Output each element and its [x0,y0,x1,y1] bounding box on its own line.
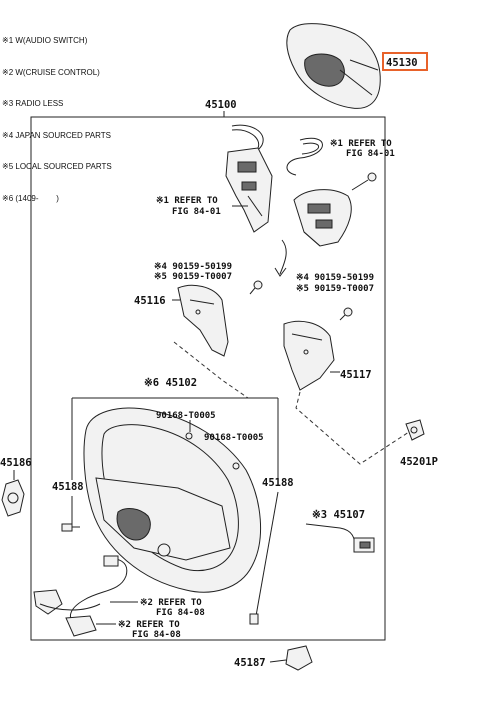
steering-wheel-45102[interactable] [83,407,261,593]
assembly-arrow [279,239,287,275]
assembly-arrowhead [274,267,287,277]
legend-line: ※3 RADIO LESS [2,99,64,108]
part-label-45186[interactable]: 45186 [0,457,32,469]
spacer-45186[interactable] [1,479,25,517]
part-label-45116[interactable]: 45116 [134,295,166,307]
cable-45107[interactable] [305,523,375,553]
bolt-left[interactable] [249,280,263,295]
screw-upper-right[interactable] [351,172,377,191]
bolt-label-right-1[interactable]: ※4 90159-50199 [296,273,374,283]
left-switch-assembly[interactable] [225,147,273,233]
leader-45187 [269,659,287,663]
bolt-label-90168-b[interactable]: 90168-T0005 [204,433,264,443]
ref-fig-84-01-right-line2[interactable]: FIG 84-01 [346,149,395,159]
legend: ※1 W(AUDIO SWITCH) ※2 W(CRUISE CONTROL) … [2,15,112,215]
legend-line: ※4 JAPAN SOURCED PARTS [2,130,111,140]
plug-45201p[interactable] [405,419,425,441]
legend-line: ※5 LOCAL SOURCED PARTS [2,162,112,171]
ref-fig-84-01-left-line2[interactable]: FIG 84-01 [172,207,221,217]
right-switch-assembly[interactable] [293,189,352,247]
ref-fig-84-08-bottom-line1[interactable]: ※2 REFER TO [118,620,180,630]
cruise-control-harness[interactable] [33,555,128,637]
screw-45188-right[interactable] [249,613,259,625]
leader-45188-right [255,491,279,617]
legend-line: ※6 (1409- ) [2,193,59,203]
bolt-right[interactable] [339,307,353,321]
legend-line: ※2 W(CRUISE CONTROL) [2,67,100,77]
legend-line: ※1 W(AUDIO SWITCH) [2,36,88,45]
bolt-label-left-1[interactable]: ※4 90159-50199 [154,262,232,272]
bolt-label-90168-a[interactable]: 90168-T0005 [156,411,216,421]
part-label-45188-right[interactable]: 45188 [262,477,294,489]
part-label-45130[interactable]: 45130 [386,57,418,69]
part-label-45102[interactable]: ※6 45102 [144,377,197,389]
cover-45187[interactable] [285,645,313,671]
bolt-label-left-2[interactable]: ※5 90159-T0007 [154,272,232,282]
part-label-45188-left[interactable]: 45188 [52,481,84,493]
ref-fig-84-01-right-line1[interactable]: ※1 REFER TO [330,139,392,149]
bracket-45102 [71,397,279,480]
bolt-label-right-2[interactable]: ※5 90159-T0007 [296,284,374,294]
part-label-45107[interactable]: ※3 45107 [312,509,365,521]
part-label-45187[interactable]: 45187 [234,657,266,669]
lower-cover-left-45116[interactable] [177,284,229,357]
ref-fig-84-08-bottom-line2[interactable]: FIG 84-08 [132,630,181,640]
assembly-frame [30,116,386,641]
part-label-45117[interactable]: 45117 [340,369,372,381]
bolt-90168-b[interactable] [232,462,240,470]
lower-cover-right-45117[interactable] [283,320,335,391]
airbag-pad-45130[interactable] [286,23,381,109]
ref-fig-84-01-left-line1[interactable]: ※1 REFER TO [156,196,218,206]
part-label-45100[interactable]: 45100 [205,99,237,111]
ref-fig-84-08-top-line2[interactable]: FIG 84-08 [156,608,205,618]
part-label-45201p[interactable]: 45201P [400,456,438,468]
bolt-90168-a[interactable] [185,432,193,440]
dashed-alignment-left [173,341,249,399]
ref-fig-84-08-top-line1[interactable]: ※2 REFER TO [140,598,202,608]
screw-45188-left[interactable] [61,523,80,532]
part-label-45130-highlight [382,52,428,71]
dashed-alignment-right [295,391,413,465]
